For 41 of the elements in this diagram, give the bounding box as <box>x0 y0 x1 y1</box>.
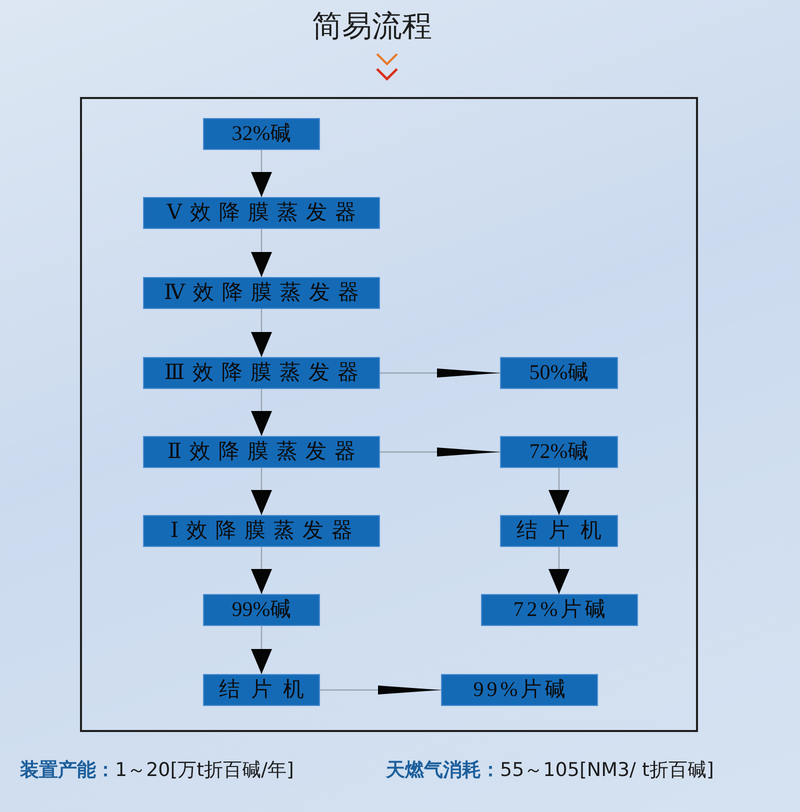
flow-label: Ⅱ效降膜蒸发器 <box>166 440 364 464</box>
arrow <box>251 468 272 515</box>
flow-label: Ⅲ效降膜蒸发器 <box>163 361 367 385</box>
flow-label: 结片机 <box>516 519 612 543</box>
flow-label: 99%碱 <box>232 598 292 622</box>
flow-label: Ⅰ效降膜蒸发器 <box>169 519 361 543</box>
arrow <box>251 229 272 277</box>
flow-label: 50%碱 <box>529 361 589 385</box>
arrow <box>380 368 500 378</box>
flow-box <box>203 594 320 626</box>
arrow <box>251 389 272 436</box>
title: 简易流程 <box>312 10 432 43</box>
arrow <box>251 150 272 197</box>
flow-label: Ⅳ效降膜蒸发器 <box>163 281 367 305</box>
spec-note: 天燃气消耗：55～105[NM3/ t折百碱] <box>386 759 714 782</box>
flow-box <box>500 357 618 389</box>
flow-box <box>203 118 320 150</box>
flow-box <box>143 515 380 547</box>
flow-box <box>143 277 380 309</box>
flow-box <box>500 436 618 468</box>
arrow <box>251 626 272 674</box>
arrow <box>251 547 272 594</box>
flow-box <box>203 674 320 706</box>
flow-box <box>143 357 380 389</box>
arrow <box>251 309 272 357</box>
flow-box <box>143 197 380 229</box>
flow-box <box>481 594 638 626</box>
arrow <box>380 448 500 456</box>
arrow <box>548 468 570 515</box>
flow-label: Ⅴ效降膜蒸发器 <box>166 201 364 225</box>
arrow <box>320 686 441 694</box>
flow-box <box>441 674 598 706</box>
flow-label: 32%碱 <box>232 122 292 146</box>
flow-label: 结片机 <box>218 678 315 702</box>
arrow <box>548 547 570 594</box>
flow-box <box>143 436 380 468</box>
flow-label: 72%碱 <box>529 440 589 464</box>
spec-note: 装置产能：1～20[万t折百碱/年] <box>20 759 294 782</box>
flow-label: 99%片碱 <box>472 678 569 702</box>
flow-label: 72%片碱 <box>512 598 609 622</box>
flow-box <box>500 515 618 547</box>
